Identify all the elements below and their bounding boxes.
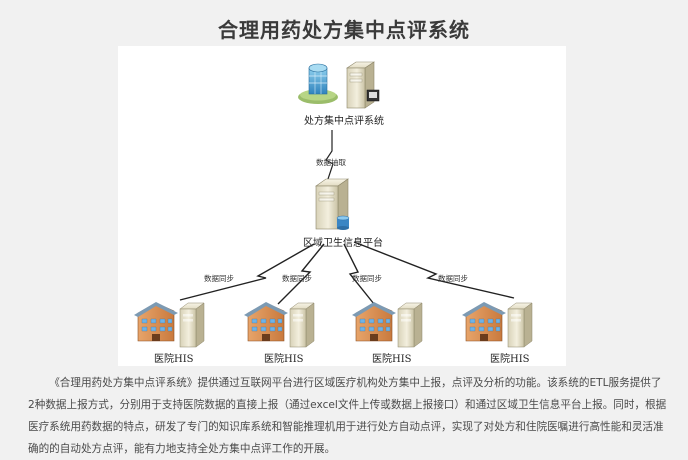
- hospital-label-4: 医院HIS: [490, 354, 530, 365]
- link-label-sync-2: 数据同步: [282, 274, 312, 283]
- link-label-sync-4: 数据同步: [438, 274, 468, 283]
- hospital-group-4: [462, 302, 533, 348]
- middle-node-label: 区域卫生信息平台: [303, 238, 383, 249]
- evaluation-system-icon: [298, 63, 338, 104]
- hospital-label-2: 医院HIS: [264, 354, 304, 365]
- diagram-graphics: [134, 61, 533, 348]
- hospital-group-2: [244, 302, 315, 348]
- system-architecture-diagram: 处方集中点评系统 数据抽取 区域卫生信息平台 数据同步 数据同步 数据同步 数据…: [118, 46, 566, 366]
- hospital-label-1: 医院HIS: [154, 354, 194, 365]
- link-label-extract: 数据抽取: [316, 158, 346, 167]
- hospital-group-3: [352, 302, 423, 348]
- description-paragraph: 《合理用药处方集中点评系统》提供通过互联网平台进行区域医疗机构处方集中上报，点评…: [28, 377, 667, 455]
- hospital-group-1: [134, 302, 205, 348]
- link-extract: [325, 130, 334, 183]
- top-node-label: 处方集中点评系统: [304, 116, 384, 127]
- top-server-icon: [346, 61, 380, 109]
- platform-server-icon: [315, 178, 350, 230]
- page-title: 合理用药处方集中点评系统: [218, 18, 470, 42]
- sync-links: [179, 241, 515, 305]
- link-label-sync-3: 数据同步: [352, 274, 382, 283]
- hospital-label-3: 医院HIS: [372, 354, 412, 365]
- link-label-sync-1: 数据同步: [204, 274, 234, 283]
